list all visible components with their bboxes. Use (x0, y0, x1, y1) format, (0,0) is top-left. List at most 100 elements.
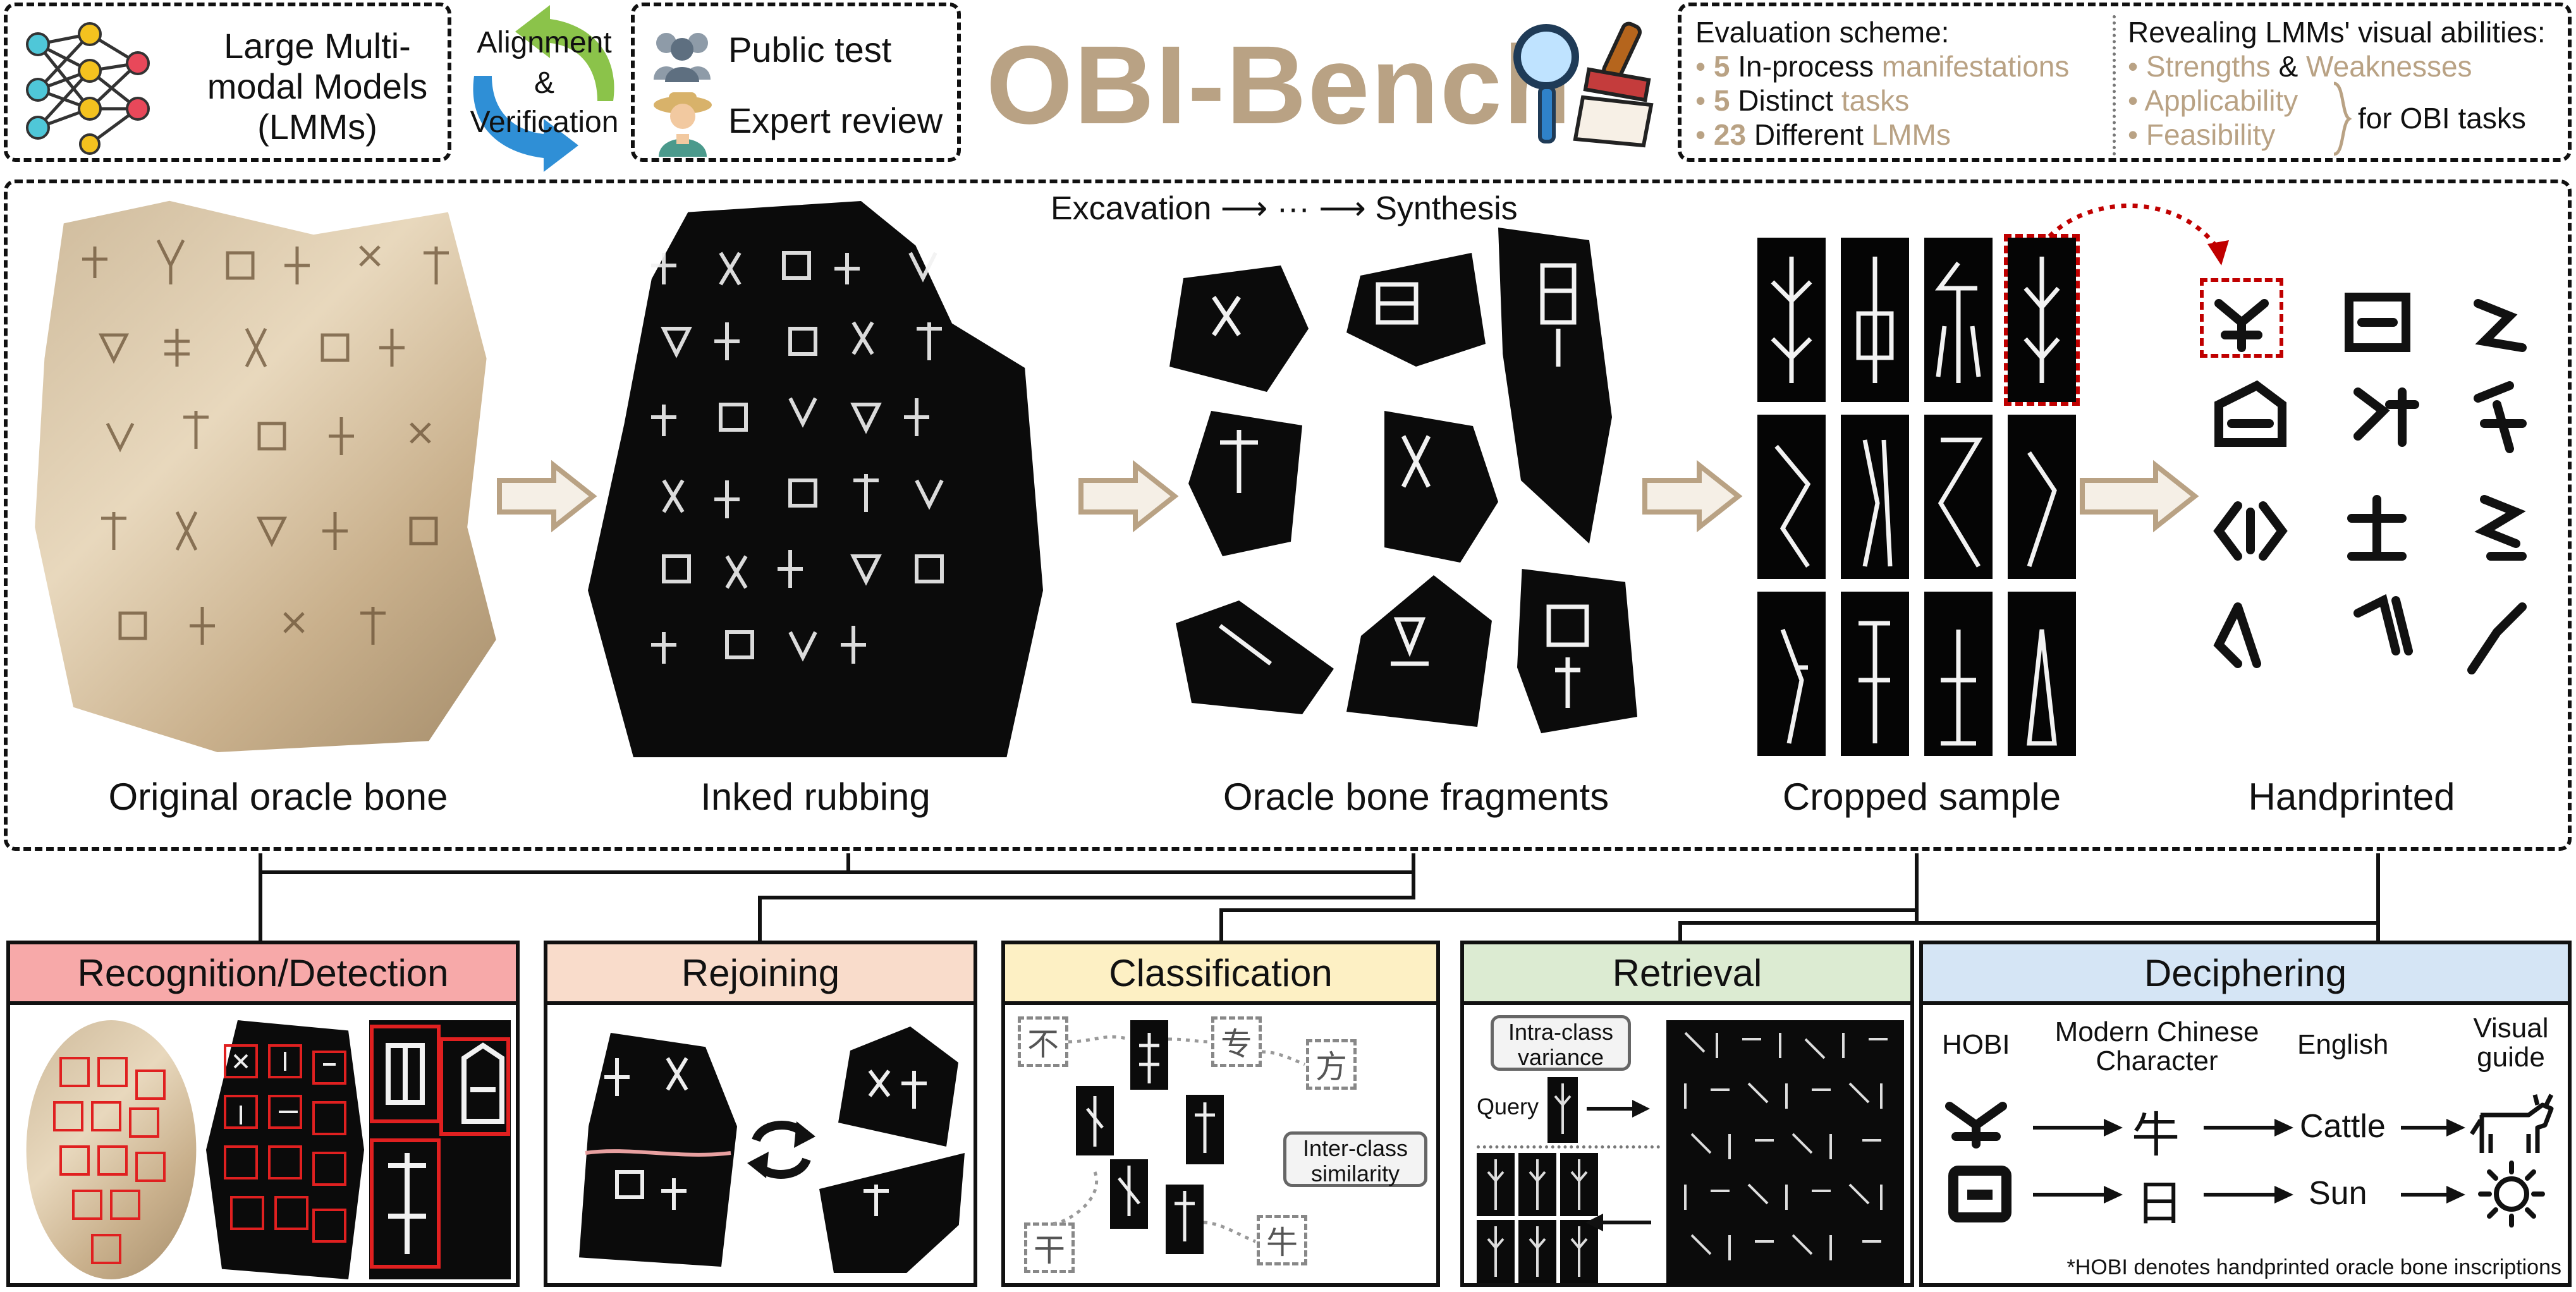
swap-icon (747, 1121, 815, 1179)
reveal-item-1-a: Strengths (2146, 50, 2271, 83)
recognition-crop-boxes (370, 1025, 510, 1269)
reveal-suffix: for OBI tasks (2358, 102, 2526, 135)
eval-item-3-text: Different (1746, 118, 1872, 151)
deciphering-header: Deciphering (1923, 944, 2568, 1005)
inter-class-note-line2: similarity (1311, 1161, 1400, 1186)
eval-item-1-highlight: manifestations (1881, 50, 2070, 83)
cropped-sample (2008, 592, 2076, 756)
deciphering-panel: Deciphering HOBI Modern Chinese Characte… (1919, 941, 2572, 1287)
magnifier-icon (1513, 24, 1579, 143)
eval-item-3-highlight: LMMs (1871, 118, 1951, 151)
eval-item-2-text: Distinct (1730, 84, 1841, 117)
reveal-item-3: • Feasibility (2128, 118, 2276, 151)
stage-arrow-1 (497, 460, 597, 533)
eval-item-2-highlight: tasks (1841, 84, 1910, 117)
reveal-item-3-a: Feasibility (2146, 118, 2276, 151)
fragment-glyphs (1212, 263, 1589, 708)
handprinted-glyphs (2213, 293, 2527, 674)
public-test-label: Public test (728, 30, 892, 70)
classification-title: Classification (1109, 951, 1333, 994)
rubbing-glyphs (651, 251, 944, 664)
modern-char-cattle: 牛 (2132, 1107, 2180, 1163)
fragment-8 (1517, 569, 1637, 733)
rejoining-glyphs (604, 1057, 927, 1216)
cropped-glyphs (1771, 257, 2060, 746)
cropped-sample (1757, 415, 1826, 579)
col-visual-line1: Visual (2473, 1013, 2549, 1044)
recognition-header: Recognition/Detection (10, 944, 516, 1005)
stage-label-handprinted: Handprinted (2248, 776, 2455, 818)
original-oracle-bone-image (35, 200, 496, 752)
reveal-item-1-b: Weaknesses (2306, 50, 2472, 83)
deciphering-title: Deciphering (2144, 951, 2347, 994)
alignment-label-line1: Alignment (477, 26, 612, 59)
cattle-icon (2470, 1094, 2554, 1153)
eval-title: Evaluation scheme: (1695, 16, 1950, 49)
pipeline-caption: Excavation ⟶ ··· ⟶ Synthesis (1051, 190, 1518, 227)
brace-icon (2333, 82, 2352, 156)
task-connectors (259, 853, 2380, 942)
stage-label-rubbing: Inked rubbing (700, 776, 931, 818)
evaluators-box: Public test Expert review (631, 3, 961, 162)
stage-arrow-4 (2080, 460, 2199, 533)
class-char-4: 干 (1034, 1232, 1065, 1269)
intra-class-note: Intra-class variance (1491, 1015, 1631, 1071)
reveal-item-1: • Strengths & Weaknesses (2128, 50, 2472, 83)
rejoining-header: Rejoining (547, 944, 974, 1005)
eval-item-3-num: 23 (1713, 118, 1747, 151)
eval-item-3: • 23 Different LMMs (1695, 118, 1951, 151)
decipher-arrow (2401, 1119, 2465, 1137)
decipher-arrow (2033, 1186, 2123, 1204)
evaluation-box: Evaluation scheme: • 5 In-process manife… (1678, 3, 2572, 162)
col-modern-line2: Character (2096, 1045, 2218, 1076)
brush-icon (1573, 21, 1654, 148)
decipher-arrow (2204, 1119, 2293, 1137)
class-char-box-4: 干 (1024, 1222, 1075, 1273)
recognition-rubbing-boxes (224, 1044, 346, 1243)
cycle-arrows-icon (473, 5, 614, 172)
page-title: OBI-Bench (986, 23, 1573, 147)
inter-class-note: Inter-class similarity (1283, 1131, 1427, 1187)
class-char-3: 方 (1315, 1049, 1347, 1085)
eval-item-1-num: 5 (1713, 50, 1730, 83)
col-english: English (2297, 1029, 2389, 1060)
class-char-5: 牛 (1266, 1224, 1298, 1261)
class-char-box-2: 专 (1211, 1016, 1262, 1067)
recognition-title: Recognition/Detection (77, 951, 449, 994)
recognition-bone-boxes (53, 1057, 166, 1264)
retrieval-title: Retrieval (1612, 951, 1762, 994)
stage-arrow-3 (1642, 460, 1743, 533)
reveal-item-1-mid: & (2270, 50, 2307, 83)
english-cattle: Cattle (2300, 1108, 2386, 1145)
expert-review-label: Expert review (728, 101, 943, 140)
classification-header: Classification (1005, 944, 1436, 1005)
recognition-panel: Recognition/Detection (6, 941, 520, 1287)
rejoining-seam (585, 1149, 731, 1157)
decipher-arrow (2401, 1186, 2465, 1204)
models-label-line3: (LMMs) (257, 107, 377, 147)
models-label-line1: Large Multi- (224, 26, 411, 66)
expert-icon (654, 92, 712, 157)
decipher-arrow (2033, 1119, 2123, 1137)
models-label-line2: modal Models (207, 66, 428, 106)
modern-char-sun: 日 (2135, 1175, 2183, 1231)
retrieval-glyphs (1487, 1032, 1888, 1277)
cropped-highlight-box (2004, 234, 2080, 406)
col-hobi: HOBI (1942, 1029, 2010, 1060)
stage-label-cropped: Cropped sample (1782, 776, 2061, 818)
intra-class-note-line2: variance (1517, 1044, 1604, 1070)
models-box: Large Multi- modal Models (LMMs) (4, 3, 451, 162)
class-sample-glyphs (1086, 1033, 1215, 1241)
classification-panel: Classification 不 专 方 干 牛 Inter-class sim… (1001, 941, 1440, 1287)
eval-item-1-text: In-process (1730, 50, 1882, 83)
alignment-label-line3: Verification (470, 106, 619, 139)
class-char-box-1: 不 (1018, 1016, 1068, 1067)
cropped-sample (2008, 415, 2076, 579)
decipher-arrow (2204, 1186, 2293, 1204)
eval-item-1: • 5 In-process manifestations (1695, 50, 2070, 83)
intra-class-note-line1: Intra-class (1508, 1019, 1614, 1045)
query-arrow (1587, 1100, 1650, 1118)
query-label: Query (1477, 1094, 1539, 1119)
eval-item-2: • 5 Distinct tasks (1695, 84, 1910, 117)
network-icon (26, 22, 150, 155)
